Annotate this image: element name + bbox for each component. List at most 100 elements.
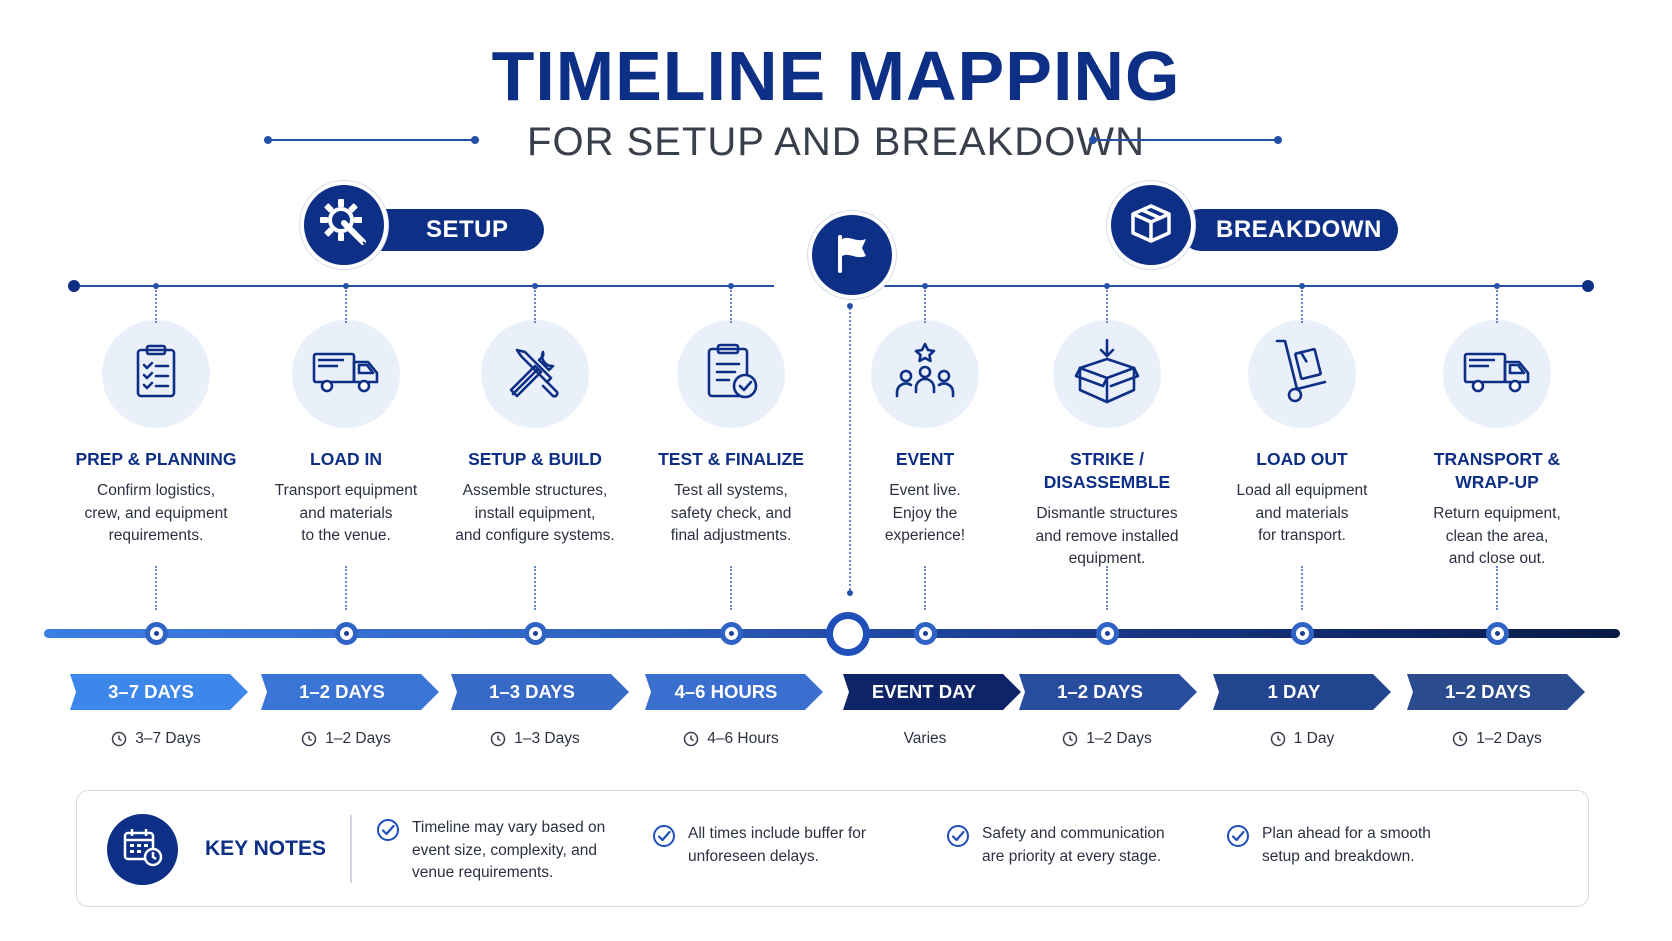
- stage-icon-circle: [1443, 320, 1551, 428]
- duration-label: 1–2 Days: [1086, 730, 1152, 747]
- note-line: Safety and communication: [982, 825, 1165, 842]
- stage-icon-circle: [677, 320, 785, 428]
- page-title: TIMELINE MAPPING: [491, 37, 1181, 115]
- truck-icon: [310, 344, 382, 405]
- duration-badge: 4–6 HOURS: [645, 674, 823, 710]
- stage-description-line: for transport.: [1258, 527, 1346, 544]
- clock-icon: [301, 731, 317, 747]
- timeline-node: [1096, 622, 1119, 645]
- stage-bottom-connector: [155, 566, 157, 610]
- timeline-node: [145, 622, 168, 645]
- stage-title-line: TRANSPORT &: [1433, 449, 1561, 469]
- duration-text: 1–3 Days: [435, 730, 635, 748]
- stage-bottom-connector: [1496, 566, 1498, 610]
- clock-icon: [1452, 731, 1468, 747]
- timeline-node: [720, 622, 743, 645]
- subtitle-rule-left: [264, 136, 479, 144]
- duration-badge: 3–7 DAYS: [70, 674, 248, 710]
- stage-icon-circle: [102, 320, 210, 428]
- timeline-node: [335, 622, 358, 645]
- stage-icon-circle: [1053, 320, 1161, 428]
- stage-icon-circle: [1248, 320, 1356, 428]
- stage-description-line: Event live.: [889, 482, 961, 499]
- stage-description: Return equipment,clean the area,and clos…: [1397, 503, 1597, 571]
- stage-description-line: safety check, and: [670, 504, 792, 522]
- audience-star-icon: [890, 340, 960, 409]
- duration-label: 1 Day: [1293, 730, 1335, 747]
- stage-top-connector: [1106, 287, 1108, 323]
- stage-top-tick: [1494, 283, 1500, 289]
- duration-label: 1–2 Days: [1476, 730, 1542, 747]
- clock-icon: [683, 731, 699, 747]
- timeline-start-dot: [68, 280, 80, 292]
- stage-description-line: Confirm logistics,: [97, 482, 215, 499]
- box-down-icon: [1072, 338, 1142, 411]
- stage-bottom-connector: [1301, 566, 1303, 610]
- stage-bottom-connector: [924, 566, 926, 610]
- breakdown-phase-label: BREAKDOWN: [1216, 216, 1382, 243]
- stage-description-line: to the venue.: [301, 527, 391, 544]
- duration-badge: 1–2 DAYS: [1407, 674, 1585, 710]
- clipboard-checklist-icon: [125, 341, 187, 408]
- stage-icon-circle: [292, 320, 400, 428]
- stage-icon-circle: [481, 320, 589, 428]
- notes-badge: [107, 814, 178, 885]
- stage-description-line: Assemble structures,: [462, 482, 608, 499]
- stage-top-tick: [343, 283, 349, 289]
- note-line: Plan ahead for a smooth: [1262, 825, 1431, 842]
- clock-icon: [111, 731, 127, 747]
- check-circle-icon: [376, 818, 400, 842]
- truck-icon: [1461, 344, 1533, 405]
- top-timeline-line: [870, 285, 1590, 287]
- stage-description-line: equipment.: [1068, 550, 1146, 567]
- stage-bottom-connector: [345, 566, 347, 610]
- duration-badge: 1–2 DAYS: [1019, 674, 1197, 710]
- timeline-node: [1486, 622, 1509, 645]
- stage-title: LOAD OUT: [1256, 449, 1348, 469]
- duration-badge: EVENT DAY: [843, 674, 1021, 710]
- event-connector-dot: [847, 590, 853, 596]
- check-circle-icon: [1226, 824, 1250, 848]
- stage-description-line: clean the area,: [1445, 527, 1549, 545]
- duration-badge: 1 DAY: [1213, 674, 1391, 710]
- note-line: Timeline may vary based on: [412, 819, 606, 836]
- flag-icon: [828, 229, 876, 282]
- stage-description-line: final adjustments.: [670, 527, 792, 544]
- stage-bottom-connector: [534, 566, 536, 610]
- stage-top-tick: [1299, 283, 1305, 289]
- note-line: All times include buffer for: [688, 825, 867, 842]
- note-line: unforeseen delays.: [688, 847, 819, 865]
- notes-divider: [350, 815, 352, 883]
- event-timeline-node: [826, 612, 870, 656]
- hand-truck-icon: [1271, 337, 1333, 412]
- duration-label: 3–7 Days: [135, 730, 201, 747]
- duration-text: 1–2 Days: [1007, 730, 1207, 748]
- stage-top-connector: [730, 287, 732, 323]
- key-notes-title: KEY NOTES: [205, 837, 326, 860]
- clock-icon: [1062, 731, 1078, 747]
- duration-text: 3–7 Days: [56, 730, 256, 748]
- breakdown-phase-badge: [1107, 181, 1195, 269]
- subtitle-rule-right: [1089, 136, 1282, 144]
- stage-bottom-connector: [730, 566, 732, 610]
- stage-description-line: and close out.: [1448, 550, 1546, 567]
- stage-top-connector: [1496, 287, 1498, 323]
- stage-title-line: WRAP-UP: [1455, 472, 1539, 492]
- stage-title: TRANSPORT & WRAP-UP: [1397, 448, 1597, 494]
- page-subtitle: FOR SETUP AND BREAKDOWN: [527, 120, 1145, 164]
- tools-icon: [503, 340, 567, 409]
- stage-top-tick: [1104, 283, 1110, 289]
- duration-text: 4–6 Hours: [631, 730, 831, 748]
- stage-top-connector: [924, 287, 926, 323]
- timeline-node: [1291, 622, 1314, 645]
